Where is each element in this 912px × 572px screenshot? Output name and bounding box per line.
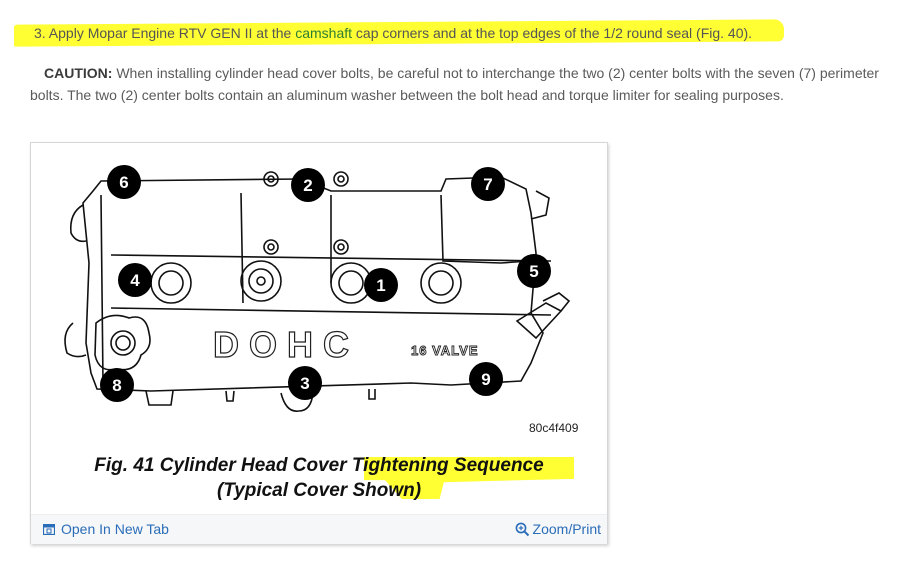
magnifier-plus-icon <box>515 522 529 536</box>
open-in-new-tab-icon <box>43 523 55 535</box>
camshaft-link[interactable]: camshaft <box>295 25 353 41</box>
caption-line-1: Fig. 41 Cylinder Head Cover Tightening S… <box>94 455 544 476</box>
step-text-prefix: 3. Apply Mopar Engine RTV GEN II at the <box>34 25 296 41</box>
svg-text:8: 8 <box>112 376 121 395</box>
step-text: 3. Apply Mopar Engine RTV GEN II at the … <box>14 25 752 41</box>
svg-text:6: 6 <box>119 173 128 192</box>
step-text-suffix: cap corners and at the top edges of the … <box>352 25 753 41</box>
image-code: 80c4f409 <box>529 421 579 435</box>
step-3-instruction: 3. Apply Mopar Engine RTV GEN II at the … <box>14 19 784 47</box>
open-in-new-tab-label: Open In New Tab <box>61 521 169 537</box>
bolt-marker-5: 5 <box>517 254 551 288</box>
svg-text:4: 4 <box>130 271 140 290</box>
svg-text:16 VALVE: 16 VALVE <box>411 343 478 358</box>
bolt-marker-2: 2 <box>291 168 325 202</box>
bolt-marker-8: 8 <box>100 368 134 402</box>
caution-text: When installing cylinder head cover bolt… <box>30 65 879 103</box>
bolt-marker-7: 7 <box>471 167 505 201</box>
caution-label: CAUTION: <box>44 65 113 81</box>
zoom-print-link[interactable]: Zoom/Print <box>515 521 601 537</box>
open-in-new-tab-link[interactable]: Open In New Tab <box>43 521 169 537</box>
figure-card: DOHC 16 VALVE 6 2 7 4 1 5 8 3 9 80c4f409… <box>30 142 608 544</box>
bolt-marker-6: 6 <box>107 165 141 199</box>
bolt-markers: 6 2 7 4 1 5 8 3 9 <box>100 165 551 402</box>
bolt-marker-1: 1 <box>364 268 398 302</box>
svg-text:7: 7 <box>483 175 492 194</box>
cylinder-head-cover-diagram[interactable]: DOHC 16 VALVE 6 2 7 4 1 5 8 3 9 80c4f409… <box>31 143 607 513</box>
svg-text:DOHC: DOHC <box>213 324 359 365</box>
bolt-marker-9: 9 <box>469 362 503 396</box>
zoom-print-label: Zoom/Print <box>532 521 601 537</box>
caution-paragraph: CAUTION: When installing cylinder head c… <box>30 62 880 106</box>
figure-footer: Open In New Tab Zoom/Print <box>31 514 607 544</box>
caption-line-2: (Typical Cover Shown) <box>216 480 422 501</box>
cover-drawing: DOHC 16 VALVE 6 2 7 4 1 5 8 3 9 <box>64 165 571 412</box>
dohc-lettering: DOHC 16 VALVE <box>212 323 478 365</box>
bolt-marker-4: 4 <box>118 263 152 297</box>
svg-text:2: 2 <box>303 176 312 195</box>
svg-text:5: 5 <box>529 262 538 281</box>
svg-text:9: 9 <box>481 370 490 389</box>
figure-caption: Fig. 41 Cylinder Head Cover Tightening S… <box>31 453 607 503</box>
svg-text:3: 3 <box>300 374 309 393</box>
bolt-marker-3: 3 <box>288 366 322 400</box>
svg-text:1: 1 <box>376 276 385 295</box>
